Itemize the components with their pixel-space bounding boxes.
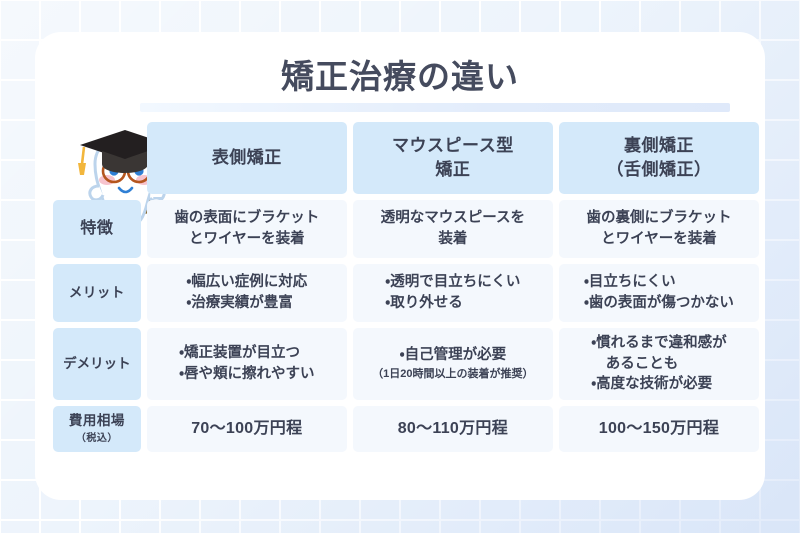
cell-features-aligner: 透明なマウスピースを 装着 bbox=[352, 200, 553, 258]
row-label-text: メリット bbox=[68, 285, 125, 301]
row-label-cell-features: 特徴 bbox=[53, 200, 141, 258]
bullet-2: ・高度な技術が必要 bbox=[591, 376, 713, 393]
table-row-features: 特徴 歯の表面にブラケット とワイヤーを装着 透明なマウスピースを 装着 bbox=[53, 200, 759, 258]
bullet-2: ・治療実績が豊富 bbox=[186, 295, 293, 311]
column-header-line-1: 裏側矯正 bbox=[623, 135, 694, 155]
demerits-aligner: ・自己管理が必要 （1日20時間以上の装着が推奨） bbox=[352, 328, 553, 400]
bullet-2: ・唇や頬に擦れやすい bbox=[179, 366, 315, 382]
demerits-lingual-braces: ・慣れるまで違和感が あることも ・高度な技術が必要 bbox=[558, 328, 759, 400]
cost-front-braces: 70〜100万円程 bbox=[146, 406, 347, 452]
cost-lingual-braces: 100〜150万円程 bbox=[558, 406, 759, 452]
merits-lingual-braces: ・目立ちにくい ・歯の表面が傷つかない bbox=[558, 264, 759, 322]
demerits-aligner-note: （1日20時間以上の装着が推奨） bbox=[372, 367, 534, 380]
column-header-line-1: 表側矯正 bbox=[211, 147, 282, 167]
cell-cost-aligner: 80〜110万円程 bbox=[352, 406, 553, 452]
comparison-table: 表側矯正 マウスピース型 矯正 裏側矯正 （舌側矯正） bbox=[47, 116, 765, 458]
row-label-merits: メリット bbox=[53, 264, 141, 322]
row-label-text: デメリット bbox=[63, 356, 131, 372]
cell-cost-lingual: 100〜150万円程 bbox=[558, 406, 759, 452]
feature-lingual-braces: 歯の裏側にブラケット とワイヤーを装着 bbox=[558, 200, 759, 258]
column-header-cell-1: 表側矯正 bbox=[146, 122, 347, 194]
bullet-1: ・透明で目立ちにくい bbox=[385, 274, 521, 291]
bullet-1: ・自己管理が必要 bbox=[399, 347, 507, 364]
cell-merits-lingual: ・目立ちにくい ・歯の表面が傷つかない bbox=[558, 264, 759, 322]
row-label-cell-demerits: デメリット bbox=[53, 328, 141, 400]
row-label-features: 特徴 bbox=[53, 200, 141, 258]
row-label-demerits: デメリット bbox=[53, 328, 141, 400]
column-header-lingual-braces: 裏側矯正 （舌側矯正） bbox=[558, 122, 759, 194]
cell-cost-front: 70〜100万円程 bbox=[146, 406, 347, 452]
cell-demerits-front: ・矯正装置が目立つ ・唇や頬に擦れやすい bbox=[146, 328, 347, 400]
cost-aligner: 80〜110万円程 bbox=[352, 406, 553, 452]
bullet-1: ・幅広い症例に対応 bbox=[186, 274, 308, 291]
cell-features-lingual: 歯の裏側にブラケット とワイヤーを装着 bbox=[558, 200, 759, 258]
table-header-row: 表側矯正 マウスピース型 矯正 裏側矯正 （舌側矯正） bbox=[53, 122, 759, 194]
row-label-cost: 費用相場 （税込） bbox=[53, 406, 141, 452]
column-header-front-braces: 表側矯正 bbox=[146, 122, 347, 194]
corner-placeholder bbox=[53, 122, 141, 194]
row-label-text: 特徴 bbox=[80, 219, 114, 237]
demerits-front-braces: ・矯正装置が目立つ ・唇や頬に擦れやすい bbox=[146, 328, 347, 400]
cell-features-front: 歯の表面にブラケット とワイヤーを装着 bbox=[146, 200, 347, 258]
column-header-cell-2: マウスピース型 矯正 bbox=[352, 122, 553, 194]
table-corner-cell bbox=[53, 122, 141, 194]
bullet-1: ・目立ちにくい bbox=[583, 274, 676, 291]
bullet-1-cont: あることも bbox=[591, 355, 679, 372]
cell-merits-front: ・幅広い症例に対応 ・治療実績が豊富 bbox=[146, 264, 347, 322]
bullet-2: ・取り外せる bbox=[385, 295, 463, 311]
column-header-aligner: マウスピース型 矯正 bbox=[352, 122, 553, 194]
bullet-1: ・矯正装置が目立つ bbox=[179, 345, 301, 362]
title-divider bbox=[140, 103, 730, 112]
cell-merits-aligner: ・透明で目立ちにくい ・取り外せる bbox=[352, 264, 553, 322]
row-label-text: 費用相場 bbox=[68, 413, 125, 429]
bullet-2: ・歯の表面が傷つかない bbox=[583, 295, 734, 311]
column-header-line-2: （舌側矯正） bbox=[606, 160, 712, 179]
column-header-line-1: マウスピース型 bbox=[392, 135, 514, 155]
merits-front-braces: ・幅広い症例に対応 ・治療実績が豊富 bbox=[146, 264, 347, 322]
table-row-cost: 費用相場 （税込） 70〜100万円程 80〜110万円程 100〜150万円程 bbox=[53, 406, 759, 452]
cell-demerits-lingual: ・慣れるまで違和感が あることも ・高度な技術が必要 bbox=[558, 328, 759, 400]
column-header-line-2: 矯正 bbox=[435, 160, 471, 179]
page-title: 矯正治療の違い bbox=[281, 58, 519, 95]
text-line-2: 装着 bbox=[438, 231, 468, 247]
bullet-1: ・慣れるまで違和感が bbox=[591, 335, 727, 352]
table-row-demerits: デメリット ・矯正装置が目立つ ・唇や頬に擦れやすい bbox=[53, 328, 759, 400]
text-line-1: 透明なマウスピースを bbox=[380, 210, 526, 227]
merits-aligner: ・透明で目立ちにくい ・取り外せる bbox=[352, 264, 553, 322]
column-header-cell-3: 裏側矯正 （舌側矯正） bbox=[558, 122, 759, 194]
table-row-merits: メリット ・幅広い症例に対応 ・治療実績が豊富 bbox=[53, 264, 759, 322]
row-label-cell-cost: 費用相場 （税込） bbox=[53, 406, 141, 452]
row-label-subtext: （税込） bbox=[75, 433, 118, 445]
text-line-2: とワイヤーを装着 bbox=[189, 231, 305, 247]
text-line-2: とワイヤーを装着 bbox=[601, 231, 717, 247]
text-line-1: 歯の裏側にブラケット bbox=[586, 210, 732, 227]
content-card: 矯正治療の違い bbox=[35, 32, 765, 500]
text-line-1: 歯の表面にブラケット bbox=[174, 210, 320, 227]
cell-demerits-aligner: ・自己管理が必要 （1日20時間以上の装着が推奨） bbox=[352, 328, 553, 400]
feature-front-braces: 歯の表面にブラケット とワイヤーを装着 bbox=[146, 200, 347, 258]
feature-aligner: 透明なマウスピースを 装着 bbox=[352, 200, 553, 258]
row-label-cell-merits: メリット bbox=[53, 264, 141, 322]
